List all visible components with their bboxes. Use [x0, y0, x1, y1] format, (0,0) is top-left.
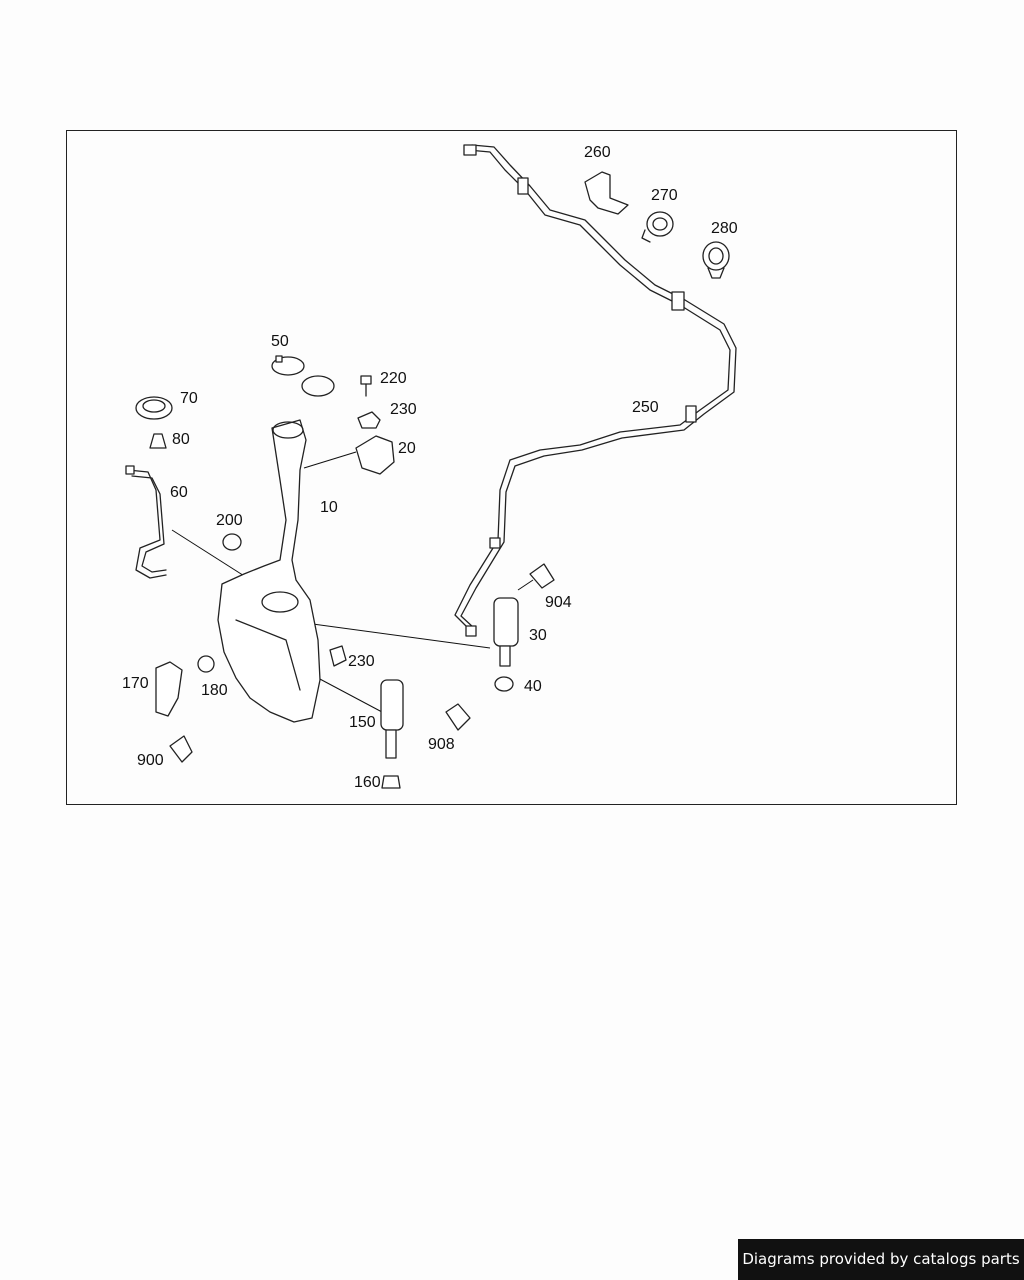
nut-230-upper	[357, 411, 381, 429]
sensor-170	[155, 661, 183, 717]
callout-40: 40	[524, 678, 542, 695]
grommet-40	[494, 676, 514, 692]
callout-60: 60	[170, 484, 188, 501]
bracket-260	[584, 171, 629, 215]
callout-230-upper: 230	[390, 401, 417, 418]
plug-180	[197, 655, 215, 673]
callout-900: 900	[137, 752, 164, 769]
callout-180: 180	[201, 682, 228, 699]
washer-hose-250	[454, 144, 737, 637]
callout-70: 70	[180, 390, 198, 407]
connector-908	[445, 703, 471, 731]
clamp-280	[702, 241, 730, 279]
callout-30: 30	[529, 627, 547, 644]
pump-150	[380, 679, 404, 759]
callout-150: 150	[349, 714, 376, 731]
bracket-20	[355, 435, 395, 475]
callout-200: 200	[216, 512, 243, 529]
callout-250: 250	[632, 399, 659, 416]
callout-260: 260	[584, 144, 611, 161]
connector-904	[529, 563, 555, 589]
seal-200	[222, 533, 242, 551]
callout-270: 270	[651, 187, 678, 204]
plug-80	[149, 433, 167, 449]
pump-30	[493, 597, 519, 667]
reservoir-10	[217, 419, 321, 723]
callout-170: 170	[122, 675, 149, 692]
filler-cap-50	[271, 355, 335, 397]
filler-neck-60	[125, 465, 167, 579]
nut-230-lower	[329, 645, 347, 667]
callout-280: 280	[711, 220, 738, 237]
callout-908: 908	[428, 736, 455, 753]
grommet-160	[381, 775, 401, 789]
connector-900	[169, 735, 193, 763]
callout-10: 10	[320, 499, 338, 516]
grommet-70	[135, 396, 173, 420]
diagram-frame	[66, 130, 957, 805]
credit-banner: Diagrams provided by catalogs parts	[738, 1239, 1024, 1280]
callout-160: 160	[354, 774, 381, 791]
callout-50: 50	[271, 333, 289, 350]
callout-220: 220	[380, 370, 407, 387]
callout-20: 20	[398, 440, 416, 457]
clip-270	[641, 211, 674, 243]
callout-labels: 260 270 280 50 220 230 70 250 80 20 60 1…	[122, 144, 738, 791]
callout-230-lower: 230	[348, 653, 375, 670]
callout-904: 904	[545, 594, 572, 611]
bolt-220	[360, 375, 372, 397]
callout-80: 80	[172, 431, 190, 448]
